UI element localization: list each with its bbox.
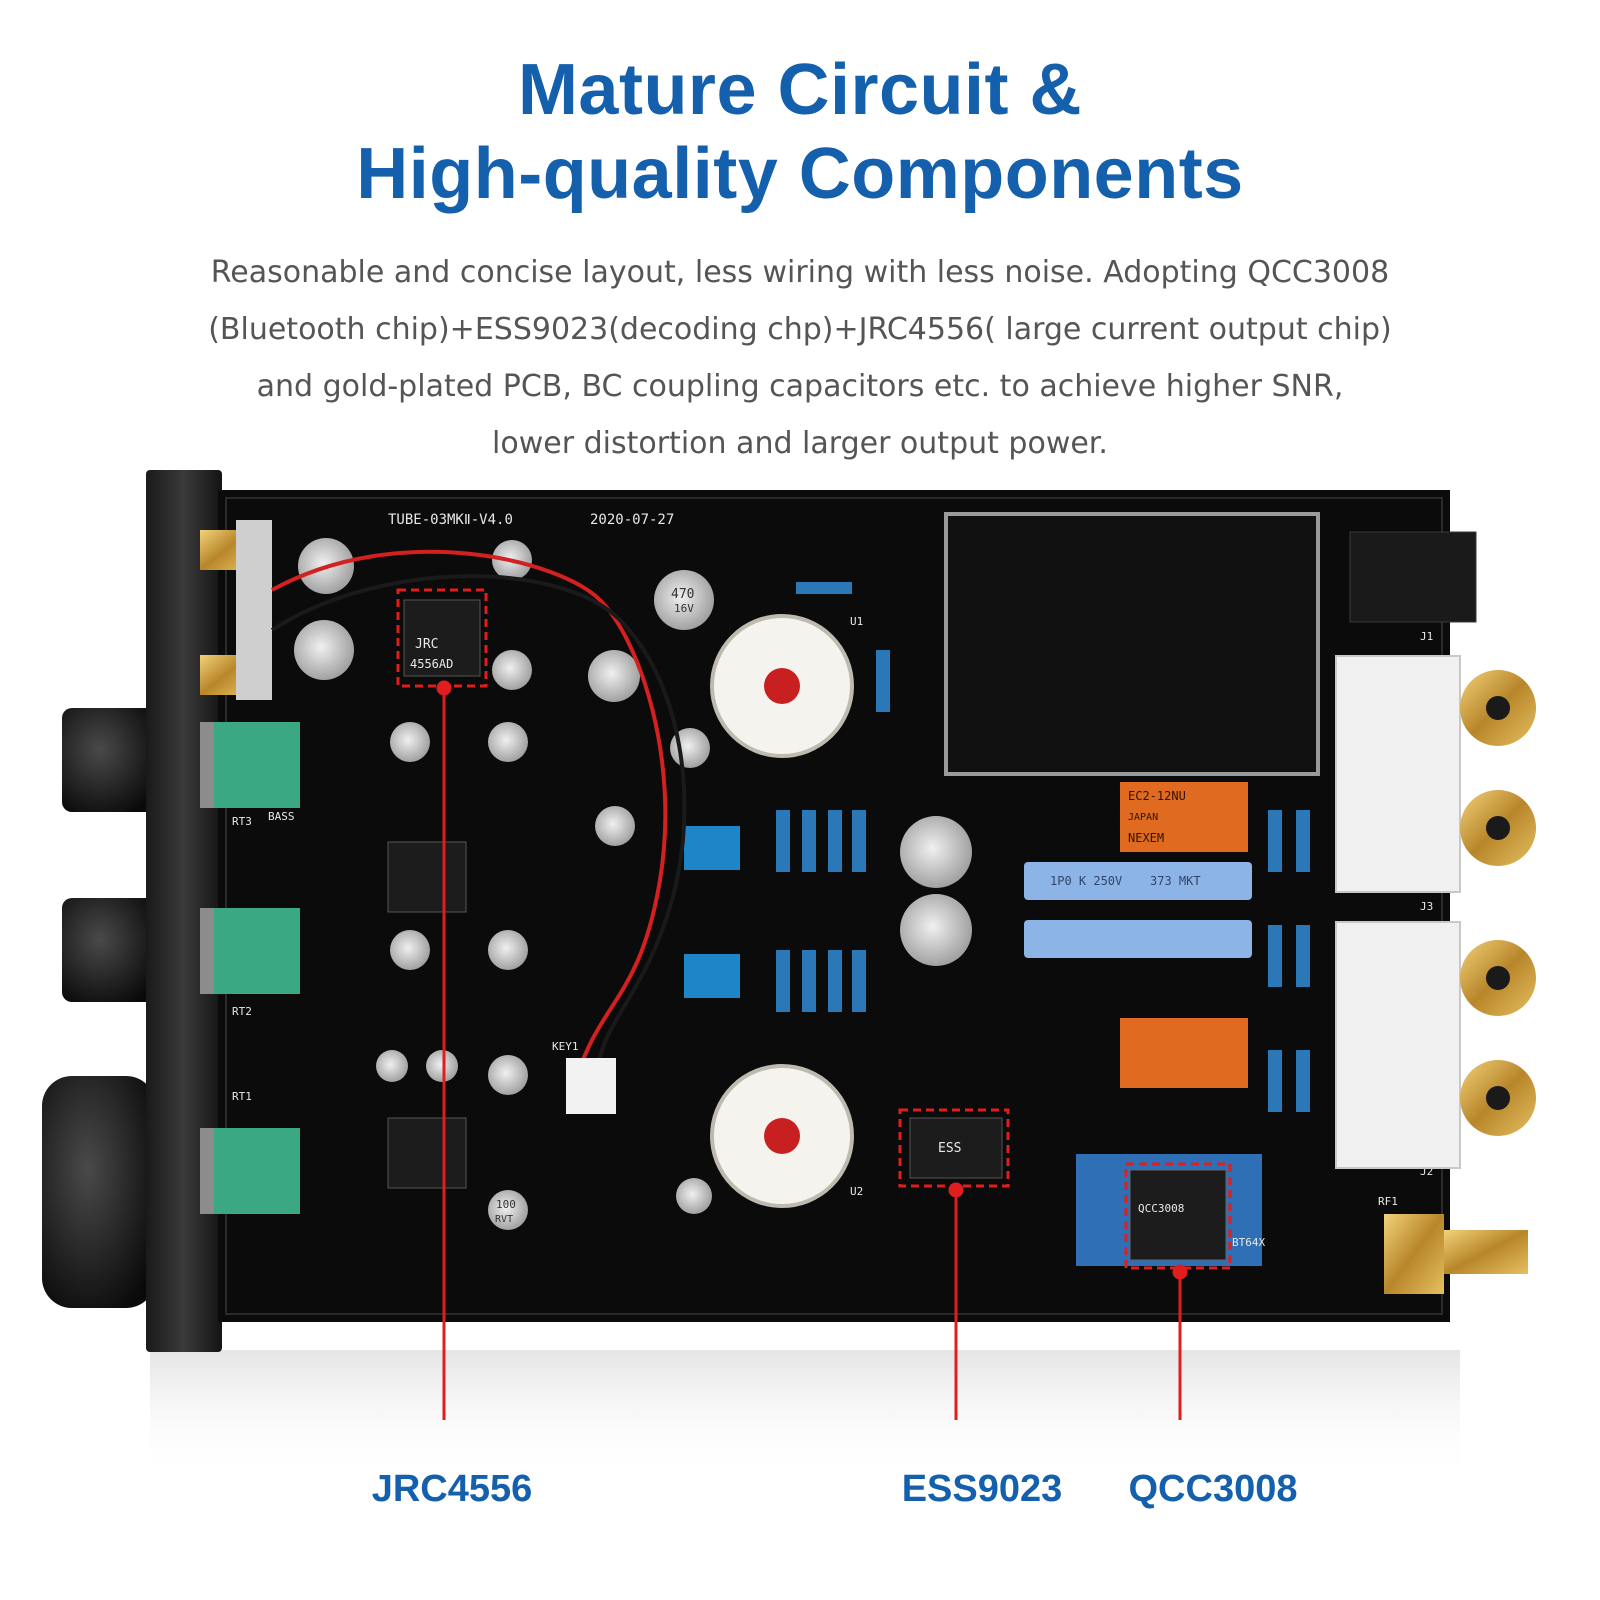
tube-sockets (710, 614, 854, 1208)
jrc-chip-brand: JRC (415, 637, 438, 652)
signal-wires (270, 549, 687, 1081)
cap-value-100: 100 (496, 1198, 516, 1211)
coupling-capacitors (684, 826, 1252, 998)
cap-value-470: 470 (671, 587, 694, 602)
ess-chip-marking: ESS (938, 1141, 961, 1156)
board-reflection (150, 1350, 1460, 1480)
bt-module-label: BT64X (1232, 1236, 1265, 1249)
rf-label: RF1 (1378, 1195, 1398, 1208)
film-cap-label-1: 373 MKT (1150, 874, 1201, 888)
wire-connector (566, 1058, 616, 1114)
power-supply-board (944, 512, 1320, 776)
tube-label-u2: U2 (850, 1185, 863, 1198)
cap-value-16v: 16V (674, 602, 694, 615)
dc-power-jack (1349, 531, 1477, 623)
callout-qcc3008: QCC3008 (1128, 1468, 1298, 1510)
description-line-1: Reasonable and concise layout, less wiri… (210, 255, 1390, 290)
pot-label-rt2: RT2 (232, 1005, 252, 1018)
relay-model-label: EC2-12NU (1128, 789, 1186, 803)
callout-jrc4556: JRC4556 (371, 1468, 533, 1510)
board-model-label: TUBE-03MKⅡ-V4.0 (388, 512, 513, 528)
jack-label-j1: J1 (1420, 630, 1433, 643)
film-cap-label-2: 1P0 K 250V (1050, 874, 1122, 888)
relay-origin-label: JAPAN (1128, 812, 1158, 823)
potentiometers (200, 722, 300, 1214)
jrc-chip-model: 4556AD (410, 657, 453, 671)
callout-ess9023: ESS9023 (901, 1468, 1063, 1510)
callout-lines (436, 680, 1188, 1420)
description-line-3: and gold-plated PCB, BC coupling capacit… (256, 369, 1344, 404)
resistors (776, 582, 1310, 1112)
input-terminals (200, 520, 272, 700)
bt-chip-marking: QCC3008 (1138, 1202, 1184, 1215)
pot-label-rt1: RT1 (232, 1090, 252, 1103)
jack-label-j3: J3 (1420, 900, 1433, 913)
relays (1120, 782, 1248, 1088)
relay-brand-label: NEXEM (1128, 831, 1164, 845)
bass-label: BASS (268, 810, 295, 823)
description-line-4: lower distortion and larger output power… (492, 426, 1108, 461)
board-date-label: 2020-07-27 (590, 512, 674, 528)
description-line-2: (Bluetooth chip)+ESS9023(decoding chp)+J… (208, 312, 1392, 347)
tube-label-u1: U1 (850, 615, 863, 628)
pot-label-rt3: RT3 (232, 815, 252, 828)
page-title-line-1: Mature Circuit & (517, 50, 1083, 130)
connector-label-key1: KEY1 (552, 1040, 579, 1053)
volume-knobs (42, 708, 156, 1308)
rca-jacks (1335, 655, 1536, 1169)
ic-chips (387, 599, 1262, 1266)
antenna-connector (1384, 1214, 1528, 1294)
amplifier-board-photo: TUBE-03MKⅡ-V4.0 2020-07-27 BASS RT1 RT2 … (42, 470, 1536, 1480)
cap-value-rvt: RVT (495, 1214, 513, 1225)
page-title-line-2: High-quality Components (356, 134, 1244, 214)
